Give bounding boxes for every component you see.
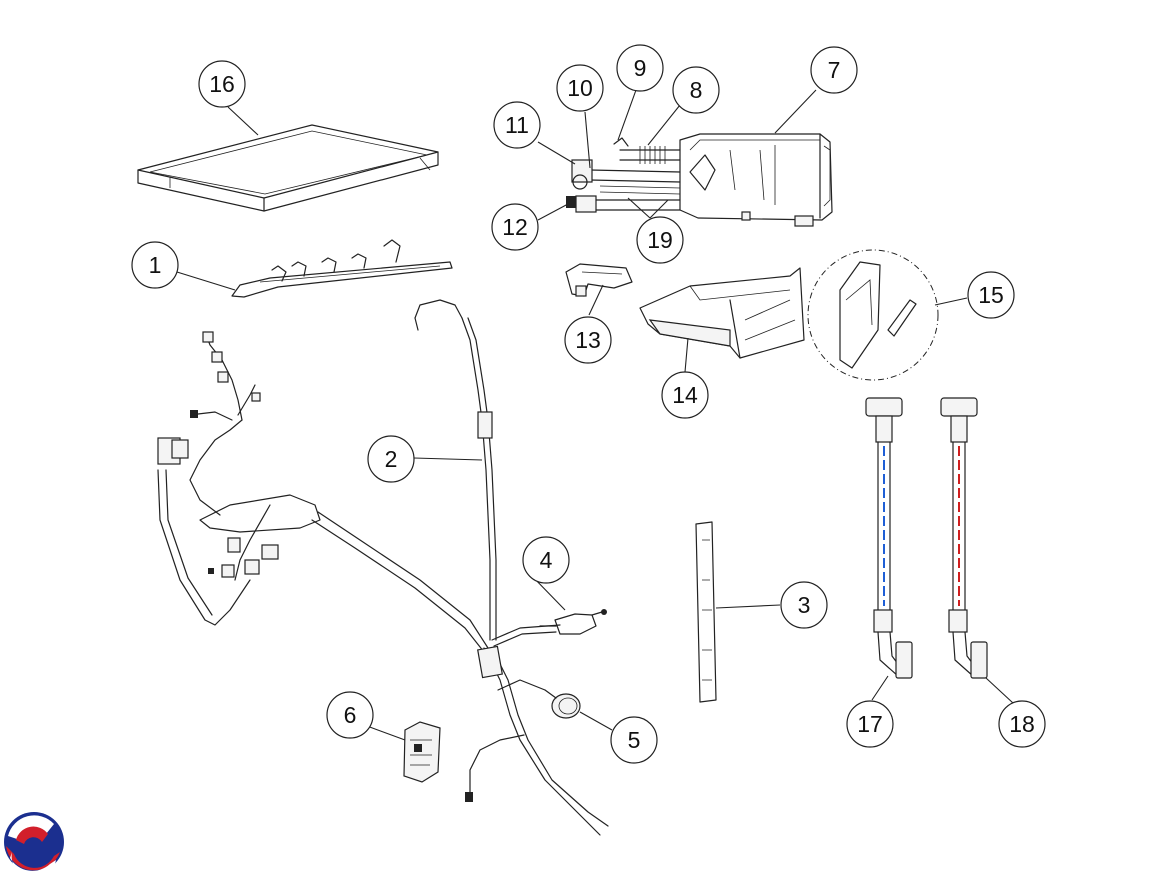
callout-4-label: 4 xyxy=(540,547,553,573)
callout-14: 14 xyxy=(661,371,709,419)
part-12-water-valve-lower xyxy=(566,195,681,213)
callout-14-label: 14 xyxy=(672,382,698,408)
callout-11: 11 xyxy=(493,101,541,149)
callout-19: 19 xyxy=(636,216,684,264)
part-14-detergent-drawer xyxy=(639,267,805,359)
callout-19-label: 19 xyxy=(647,227,673,253)
part-11-water-valve-upper xyxy=(571,159,593,190)
callout-11-label: 11 xyxy=(505,112,529,138)
part-15-detail-view xyxy=(807,249,939,381)
callout-6-label: 6 xyxy=(344,702,357,728)
part-7-dispenser-housing xyxy=(679,133,833,227)
brand-logo-icon xyxy=(4,812,64,873)
callout-5: 5 xyxy=(610,716,658,764)
part-4-sensor xyxy=(539,609,607,635)
callout-12: 12 xyxy=(491,203,539,251)
callout-2-label: 2 xyxy=(385,446,398,472)
callout-16: 16 xyxy=(198,60,246,108)
part-17-inlet-hose-blue xyxy=(865,397,913,679)
callout-5-label: 5 xyxy=(628,727,641,753)
callout-1: 1 xyxy=(131,241,179,289)
callout-13-label: 13 xyxy=(575,327,601,353)
callout-8-label: 8 xyxy=(690,77,703,103)
callout-16-label: 16 xyxy=(209,71,235,97)
callout-8: 8 xyxy=(672,66,720,114)
part-9-small-clip xyxy=(613,137,629,147)
callout-6: 6 xyxy=(326,691,374,739)
callout-15-label: 15 xyxy=(978,282,1004,308)
part-8-inlet-hose-spring xyxy=(619,146,681,164)
callout-15: 15 xyxy=(967,271,1015,319)
callout-18-label: 18 xyxy=(1009,711,1035,737)
part-19-tubes xyxy=(599,185,681,195)
part-13-holder xyxy=(565,263,633,297)
part-1-control-bracket xyxy=(231,239,453,298)
callout-1-label: 1 xyxy=(149,252,162,278)
callout-10-label: 10 xyxy=(567,75,593,101)
part-3-side-bracket xyxy=(695,521,717,703)
callout-2: 2 xyxy=(367,435,415,483)
part-16-top-panel xyxy=(137,124,439,212)
part-10-valve-tube xyxy=(589,169,681,183)
callout-10: 10 xyxy=(556,64,604,112)
callout-13: 13 xyxy=(564,316,612,364)
callout-3-label: 3 xyxy=(798,592,811,618)
callout-17-label: 17 xyxy=(857,711,883,737)
callout-17: 17 xyxy=(846,700,894,748)
callout-18: 18 xyxy=(998,700,1046,748)
callout-9-label: 9 xyxy=(634,55,647,81)
callout-4: 4 xyxy=(522,536,570,584)
callout-7: 7 xyxy=(810,46,858,94)
part-6-door-lock xyxy=(403,721,441,783)
callout-7-label: 7 xyxy=(828,57,841,83)
callout-12-label: 12 xyxy=(502,214,528,240)
part-5-round-sensor xyxy=(544,689,581,719)
callout-9: 9 xyxy=(616,44,664,92)
leader-lines xyxy=(176,89,1014,741)
part-2-wiring-harness xyxy=(157,299,609,836)
part-18-inlet-hose-red xyxy=(940,397,988,679)
callout-3: 3 xyxy=(780,581,828,629)
